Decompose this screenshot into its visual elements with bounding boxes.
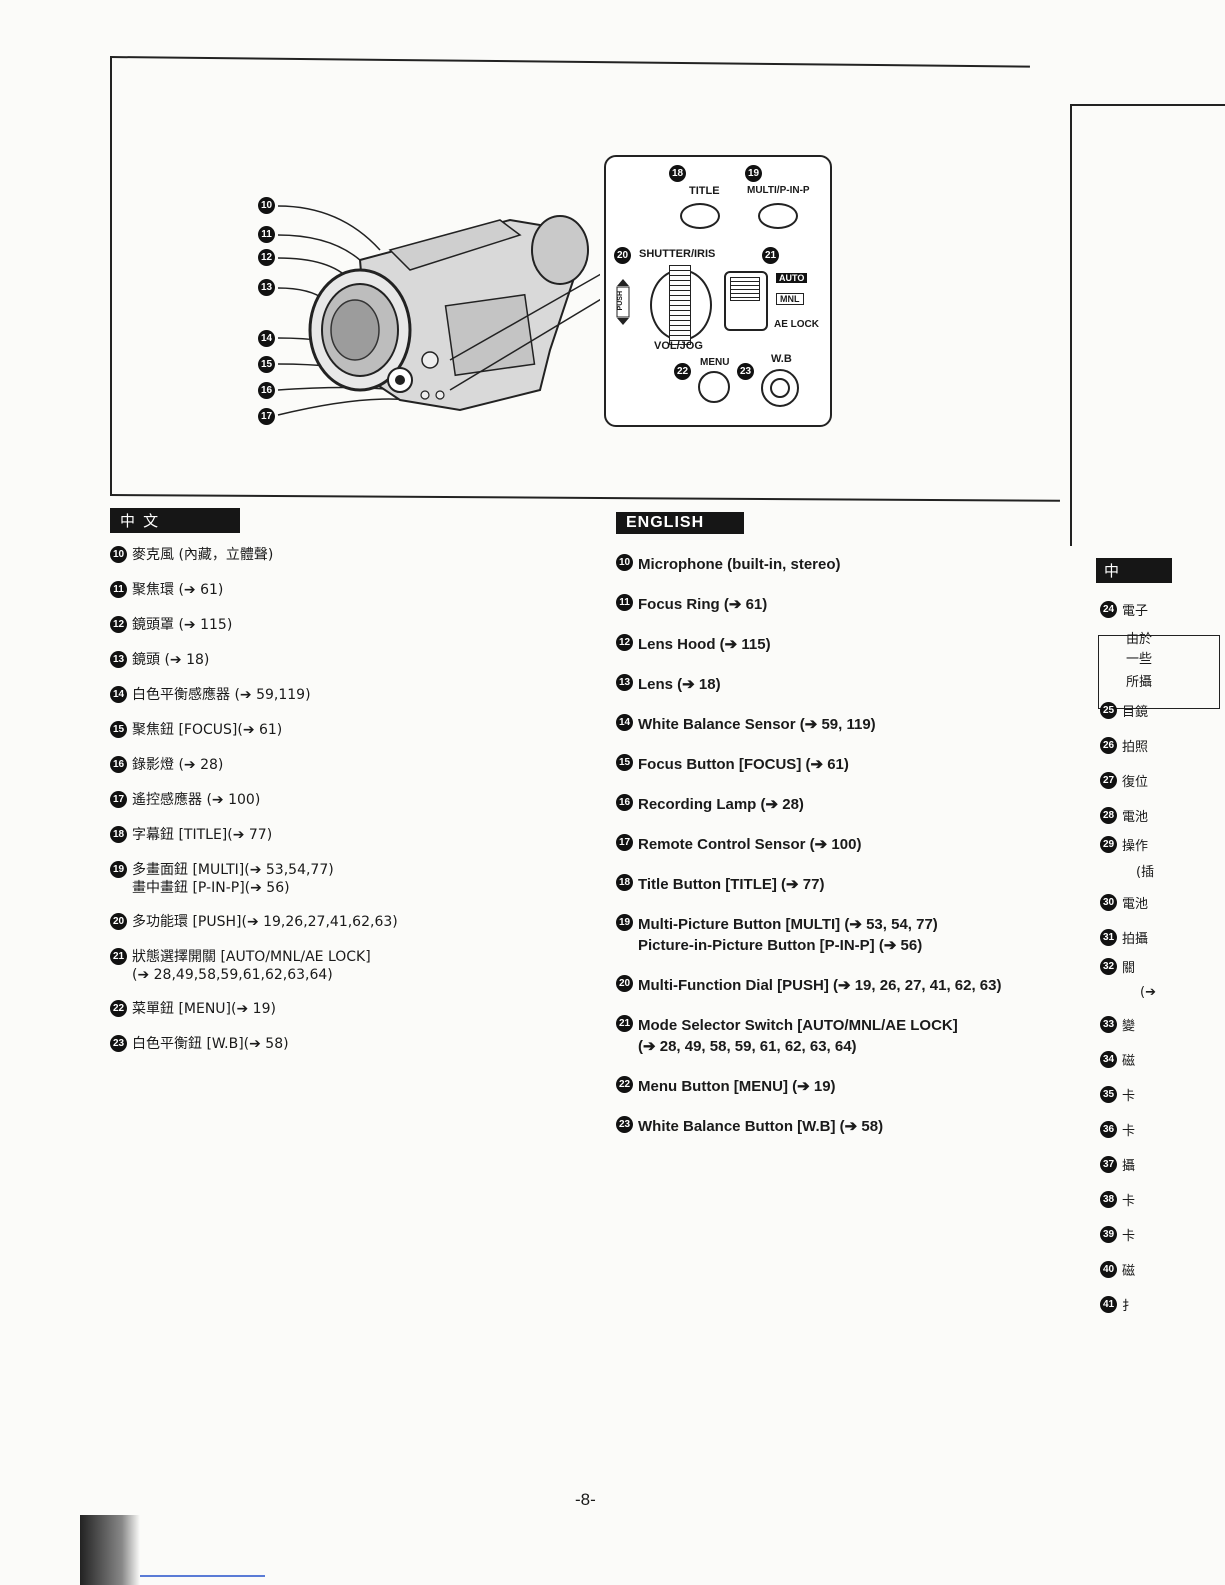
camcorder-illustration [277, 205, 600, 416]
switch-knob [730, 277, 760, 301]
callout-22: 22 [674, 363, 691, 380]
callout-15: 15 [258, 356, 280, 374]
next-page-note-box [1098, 635, 1220, 709]
callout-19: 19 [745, 165, 762, 182]
ae-lock-label: AE LOCK [774, 319, 819, 330]
figure-frame [110, 56, 1067, 496]
callout-11: 11 [258, 226, 280, 244]
page-number: -8- [575, 1490, 596, 1509]
vol-jog-label: VOL/JOG [654, 340, 703, 352]
title-button[interactable] [680, 203, 720, 229]
callout-16: 16 [258, 382, 280, 400]
callout-13: 13 [258, 279, 280, 297]
scan-edge-line [140, 1575, 265, 1577]
callout-14: 14 [258, 330, 280, 348]
en-section-tab: ENGLISH [616, 512, 744, 534]
callout-17: 17 [258, 408, 280, 426]
callout-18: 18 [669, 165, 686, 182]
callout-12: 12 [258, 249, 280, 267]
multi-button[interactable] [758, 203, 798, 229]
callout-20: 20 [614, 247, 631, 264]
next-note-line: (➔ [1140, 984, 1156, 1000]
callout-10: 10 [258, 197, 280, 215]
mnl-label: MNL [776, 293, 804, 305]
wb-label: W.B [771, 353, 792, 365]
wb-button-inner [770, 378, 790, 398]
menu-button[interactable] [698, 371, 730, 403]
callout-21: 21 [762, 247, 779, 264]
next-note-line: (插 [1136, 864, 1155, 880]
mode-selector-switch[interactable] [724, 271, 768, 331]
next-note-line: 一些 [1126, 651, 1153, 667]
callout-23: 23 [737, 363, 754, 380]
control-panel-inset: 18 19 TITLE MULTI/P-IN-P 20 SHUTTER/IRIS… [604, 155, 832, 427]
push-label: PUSH [617, 291, 624, 311]
auto-label: AUTO [776, 273, 808, 283]
next-page-frame [1070, 104, 1225, 546]
next-page-tab: 中 [1096, 558, 1172, 583]
next-note-line: 由於 [1126, 631, 1153, 647]
title-label: TITLE [689, 185, 720, 197]
next-note-line: 所攝 [1126, 674, 1153, 690]
scan-shadow [80, 1515, 140, 1585]
dial-grip [669, 265, 691, 345]
wb-button[interactable] [761, 369, 799, 407]
push-arrow-icon [616, 279, 630, 325]
zh-section-tab: 中 文 [110, 508, 240, 533]
multi-label: MULTI/P-IN-P [747, 185, 810, 196]
shutter-iris-label: SHUTTER/IRIS [639, 248, 716, 260]
multi-function-dial[interactable] [650, 265, 712, 345]
menu-label: MENU [700, 357, 730, 368]
